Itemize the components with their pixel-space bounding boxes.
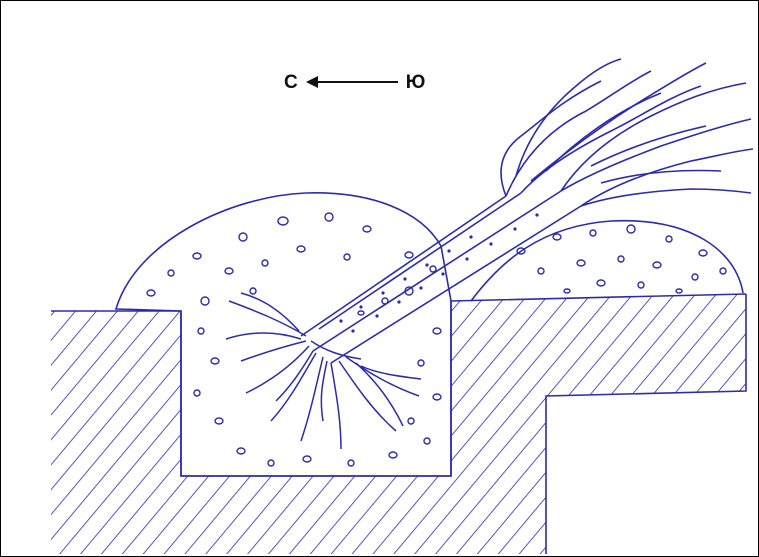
seedling-roots: [226, 293, 421, 449]
seedling-crown: [501, 59, 753, 206]
soil-mound-right: [471, 221, 743, 301]
